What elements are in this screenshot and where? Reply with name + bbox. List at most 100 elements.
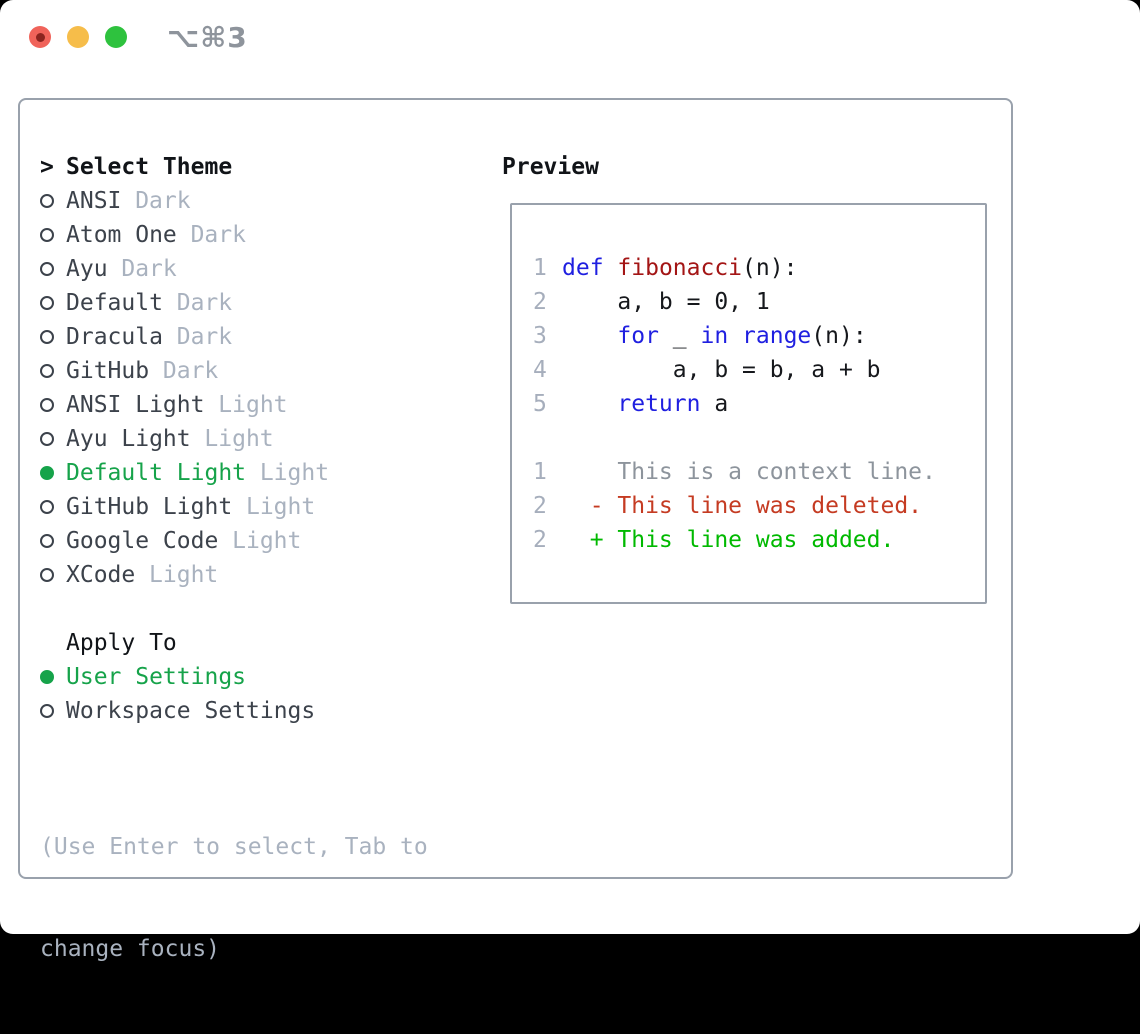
- code-token: def: [562, 255, 604, 281]
- theme-option-google-code[interactable]: Google Code Light: [40, 524, 428, 558]
- radio-marker: [40, 364, 66, 378]
- code-token: - This line was deleted.: [562, 493, 923, 519]
- theme-option-atom-one[interactable]: Atom One Dark: [40, 218, 428, 252]
- theme-option-label: Dracula: [66, 324, 163, 350]
- theme-option-label: Ayu Light: [66, 426, 191, 452]
- radio-selected-icon: [40, 670, 54, 684]
- line-number: 1: [533, 255, 547, 281]
- line-number: 2: [533, 289, 547, 315]
- line-number: 2: [533, 527, 547, 553]
- radio-marker: [40, 670, 66, 684]
- theme-variant-tag: Dark: [176, 324, 233, 350]
- radio-unselected-icon: [40, 500, 54, 514]
- spacer: [40, 728, 428, 762]
- apply-option-user-settings[interactable]: User Settings: [40, 660, 428, 694]
- radio-marker: [40, 568, 66, 582]
- radio-unselected-icon: [40, 568, 54, 582]
- radio-marker: [40, 704, 66, 718]
- radio-unselected-icon: [40, 262, 54, 276]
- cursor-prompt-icon: >: [40, 154, 54, 180]
- theme-variant-tag: Light: [204, 426, 274, 452]
- code-token: a, b = b, a + b: [562, 357, 881, 383]
- code-line: 5 return a: [533, 387, 985, 421]
- theme-variant-tag: Dark: [190, 222, 246, 248]
- code-token: a, b = 0, 1: [562, 289, 770, 315]
- theme-variant-tag: Light: [218, 392, 288, 418]
- radio-unselected-icon: [40, 296, 54, 310]
- apply-option-workspace-settings[interactable]: Workspace Settings: [40, 694, 428, 728]
- theme-variant-tag: Dark: [176, 290, 233, 316]
- code-token: fibonacci: [617, 255, 743, 281]
- code-line: 3 for _ in range(n):: [533, 319, 985, 353]
- radio-unselected-icon: [40, 432, 54, 446]
- theme-option-default-light[interactable]: Default Light Light: [40, 456, 428, 490]
- radio-marker: [40, 228, 66, 242]
- help-line-2: change focus): [40, 936, 221, 962]
- help-line-1: (Use Enter to select, Tab to: [40, 834, 428, 860]
- code-line: 1 This is a context line.: [533, 455, 985, 489]
- theme-option-label: Ayu: [66, 256, 108, 282]
- apply-to-title: Apply To: [66, 630, 177, 656]
- line-number: 1: [533, 459, 547, 485]
- code-line: 1 def fibonacci(n):: [533, 251, 985, 285]
- theme-option-ayu-light[interactable]: Ayu Light Light: [40, 422, 428, 456]
- radio-unselected-icon: [40, 704, 54, 718]
- help-text: (Use Enter to select, Tab to change focu…: [40, 762, 428, 1034]
- minimize-button[interactable]: [67, 26, 89, 48]
- code-token: [562, 323, 617, 349]
- radio-unselected-icon: [40, 194, 54, 208]
- line-number: 4: [533, 357, 547, 383]
- radio-marker: [40, 262, 66, 276]
- theme-option-label: Google Code: [66, 528, 219, 554]
- code-line: 4 a, b = b, a + b: [533, 353, 985, 387]
- theme-option-ayu[interactable]: Ayu Dark: [40, 252, 428, 286]
- theme-variant-tag: Light: [232, 528, 302, 554]
- theme-option-ansi-light[interactable]: ANSI Light Light: [40, 388, 428, 422]
- code-token: range: [742, 323, 812, 349]
- fullscreen-button[interactable]: [105, 26, 127, 48]
- theme-option-label: GitHub: [66, 358, 150, 384]
- close-dot-icon: [35, 32, 45, 42]
- code-token: [604, 255, 618, 281]
- code-token: a: [700, 391, 729, 417]
- theme-option-label: Default: [66, 290, 163, 316]
- code-line: 2 a, b = 0, 1: [533, 285, 985, 319]
- line-number: 2: [533, 493, 547, 519]
- theme-variant-tag: Dark: [121, 256, 177, 282]
- theme-option-label: Default Light: [66, 460, 247, 486]
- code-token: (n):: [811, 323, 867, 349]
- radio-marker: [40, 296, 66, 310]
- radio-unselected-icon: [40, 534, 54, 548]
- apply-to-heading: Apply To: [40, 626, 428, 660]
- code-token: return: [617, 391, 701, 417]
- line-number: 3: [533, 323, 547, 349]
- theme-option-default[interactable]: Default Dark: [40, 286, 428, 320]
- code-line: 2 + This line was added.: [533, 523, 985, 557]
- code-token: [562, 391, 617, 417]
- theme-option-dracula[interactable]: Dracula Dark: [40, 320, 428, 354]
- theme-option-label: Atom One: [66, 222, 177, 248]
- theme-variant-tag: Light: [245, 494, 316, 520]
- spacer: [40, 592, 428, 626]
- radio-marker: [40, 500, 66, 514]
- code-token: This is a context line.: [562, 459, 936, 485]
- close-button[interactable]: [29, 26, 51, 48]
- theme-option-label: ANSI Light: [66, 392, 205, 418]
- radio-unselected-icon: [40, 398, 54, 412]
- radio-marker: [40, 432, 66, 446]
- code-line: 2 - This line was deleted.: [533, 489, 985, 523]
- radio-marker: [40, 398, 66, 412]
- radio-marker: [40, 194, 66, 208]
- code-token: (n):: [742, 255, 798, 281]
- code-line: [533, 421, 985, 455]
- theme-variant-tag: Light: [259, 460, 330, 486]
